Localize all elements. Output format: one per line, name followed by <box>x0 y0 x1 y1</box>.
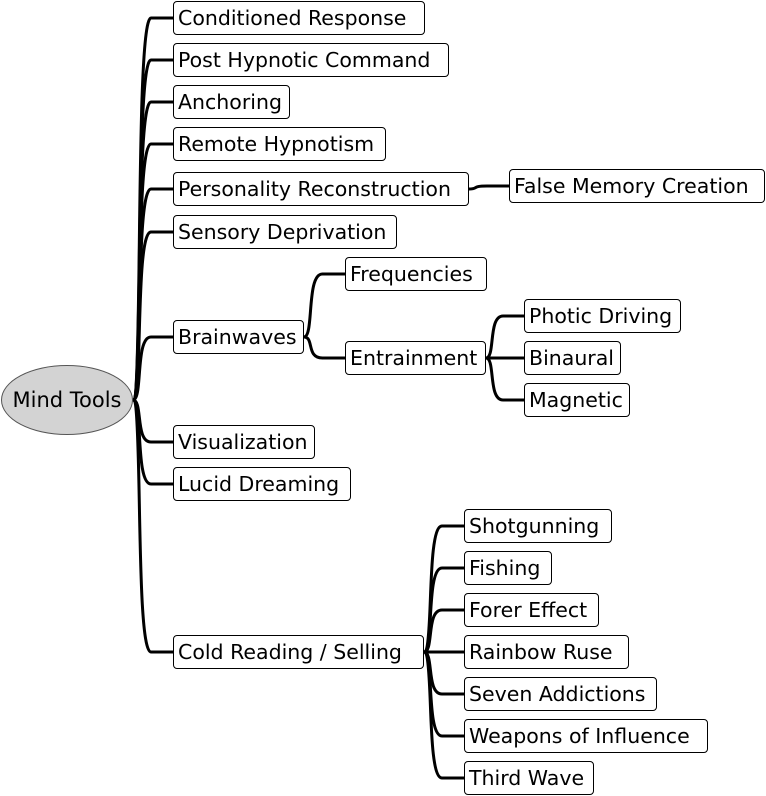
root-node-mind-tools[interactable]: Mind Tools <box>1 365 133 435</box>
node-cold-reading-selling[interactable]: Cold Reading / Selling <box>173 635 424 669</box>
node-anchoring[interactable]: Anchoring <box>173 85 290 119</box>
node-personality-reconstruction[interactable]: Personality Reconstruction <box>173 172 469 206</box>
node-magnetic[interactable]: Magnetic <box>524 383 630 417</box>
node-remote-hypnotism[interactable]: Remote Hypnotism <box>173 127 386 161</box>
node-weapons-of-influence[interactable]: Weapons of Influence <box>464 719 708 753</box>
connector-brainwaves-to-entrainment <box>302 335 347 360</box>
connector-root-to-cold_reading_selling <box>131 398 175 654</box>
node-forer-effect[interactable]: Forer Effect <box>464 593 599 627</box>
connector-root-to-brainwaves <box>131 335 175 402</box>
node-brainwaves[interactable]: Brainwaves <box>173 320 304 354</box>
node-post-hypnotic-command[interactable]: Post Hypnotic Command <box>173 43 449 77</box>
node-seven-addictions[interactable]: Seven Addictions <box>464 677 657 711</box>
node-lucid-dreaming[interactable]: Lucid Dreaming <box>173 467 351 501</box>
node-sensory-deprivation[interactable]: Sensory Deprivation <box>173 215 397 249</box>
node-third-wave[interactable]: Third Wave <box>464 761 594 795</box>
node-binaural[interactable]: Binaural <box>524 341 621 375</box>
connector-personality_reconstruction-to-false_memory_creation <box>467 184 511 191</box>
node-visualization[interactable]: Visualization <box>173 425 315 459</box>
node-rainbow-ruse[interactable]: Rainbow Ruse <box>464 635 629 669</box>
node-fishing[interactable]: Fishing <box>464 551 552 585</box>
node-frequencies[interactable]: Frequencies <box>345 257 487 291</box>
connector-entrainment-to-magnetic <box>484 356 526 402</box>
node-shotgunning[interactable]: Shotgunning <box>464 509 612 543</box>
node-false-memory-creation[interactable]: False Memory Creation <box>509 169 765 203</box>
connector-entrainment-to-photic_driving <box>484 314 526 360</box>
connector-brainwaves-to-frequencies <box>302 272 347 339</box>
node-photic-driving[interactable]: Photic Driving <box>524 299 681 333</box>
node-entrainment[interactable]: Entrainment <box>345 341 486 375</box>
connector-cold_reading_selling-to-third_wave <box>422 650 466 780</box>
node-conditioned-response[interactable]: Conditioned Response <box>173 1 425 35</box>
